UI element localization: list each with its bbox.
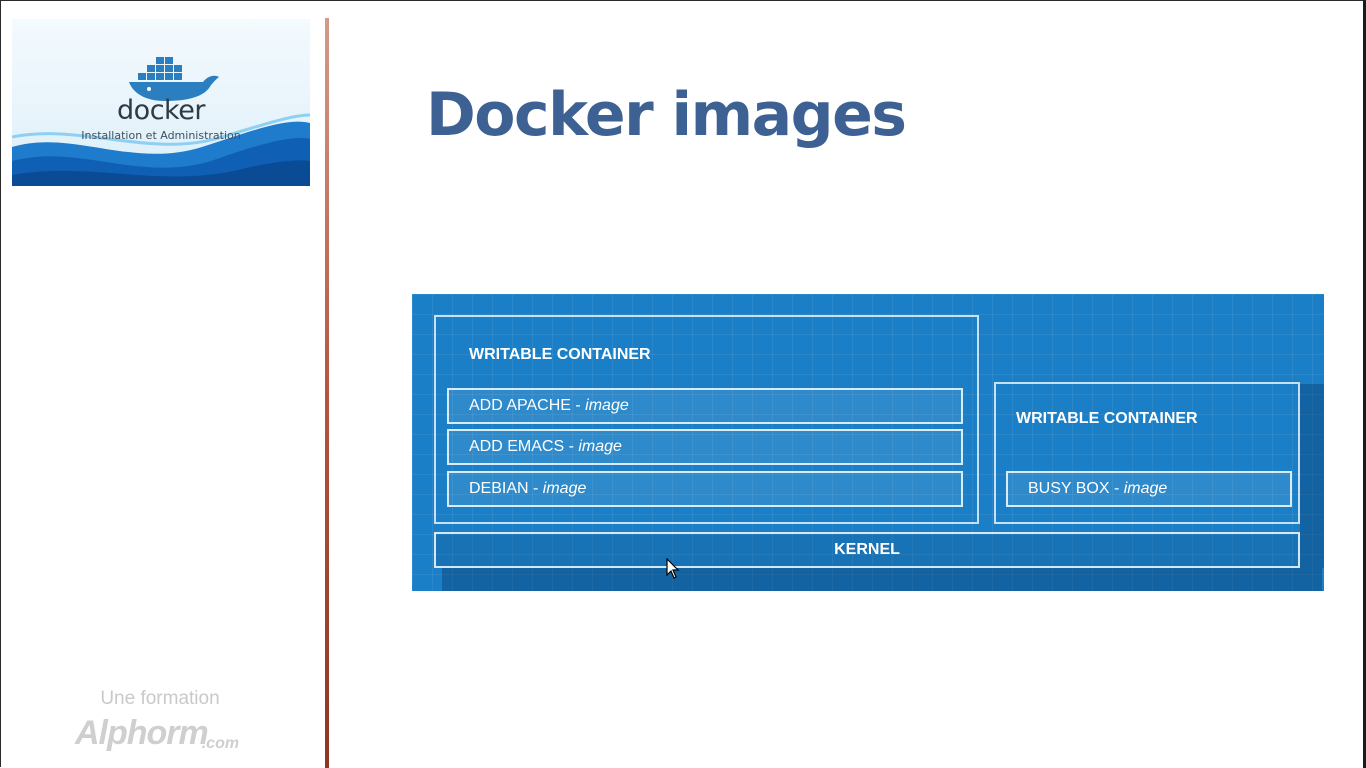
layer-separator: - bbox=[528, 480, 543, 497]
alphorm-logo-text: Alphorm bbox=[74, 714, 209, 752]
right-stack-shadow bbox=[1300, 384, 1324, 568]
docker-whale-icon bbox=[129, 57, 219, 101]
alphorm-logo-suffix: .com bbox=[201, 735, 240, 752]
course-banner: docker Installation et Administration bbox=[12, 19, 310, 186]
layer-add-emacs: ADD EMACS - image bbox=[447, 429, 963, 465]
left-container-box bbox=[434, 315, 979, 524]
wave-background bbox=[12, 113, 310, 186]
layer-separator: - bbox=[1109, 480, 1124, 497]
layer-name: DEBIAN bbox=[469, 480, 529, 497]
layer-kind: image bbox=[1123, 480, 1168, 497]
docker-logo-text: docker bbox=[117, 95, 205, 126]
layer-name: ADD APACHE bbox=[469, 397, 571, 414]
kernel-layer: KERNEL bbox=[434, 532, 1300, 568]
window-edge bbox=[1363, 0, 1366, 768]
layer-kind: image bbox=[578, 438, 622, 455]
left-container-label: WRITABLE CONTAINER bbox=[469, 346, 651, 363]
kernel-shadow bbox=[442, 568, 1322, 591]
layer-separator: - bbox=[564, 438, 579, 455]
layer-separator: - bbox=[570, 397, 586, 414]
layer-debian: DEBIAN - image bbox=[447, 471, 963, 507]
slide-title: Docker images bbox=[426, 80, 907, 150]
layer-name: ADD EMACS bbox=[469, 438, 565, 455]
mouse-pointer-icon bbox=[666, 558, 680, 579]
alphorm-logo: Alphorm.com bbox=[70, 714, 250, 753]
course-subtitle: Installation et Administration bbox=[81, 129, 241, 142]
right-container-box bbox=[994, 382, 1300, 524]
layer-add-apache: ADD APACHE - image bbox=[447, 388, 963, 424]
docker-layers-diagram: WRITABLE CONTAINER ADD APACHE - image AD… bbox=[412, 294, 1324, 591]
footer-tagline: Une formation bbox=[100, 688, 220, 709]
layer-kind: image bbox=[585, 397, 629, 414]
layer-name: BUSY BOX bbox=[1028, 480, 1110, 497]
layer-kind: image bbox=[542, 480, 587, 497]
right-container-label: WRITABLE CONTAINER bbox=[1016, 410, 1198, 427]
vertical-divider bbox=[325, 18, 329, 768]
layer-busy-box: BUSY BOX - image bbox=[1006, 471, 1292, 507]
